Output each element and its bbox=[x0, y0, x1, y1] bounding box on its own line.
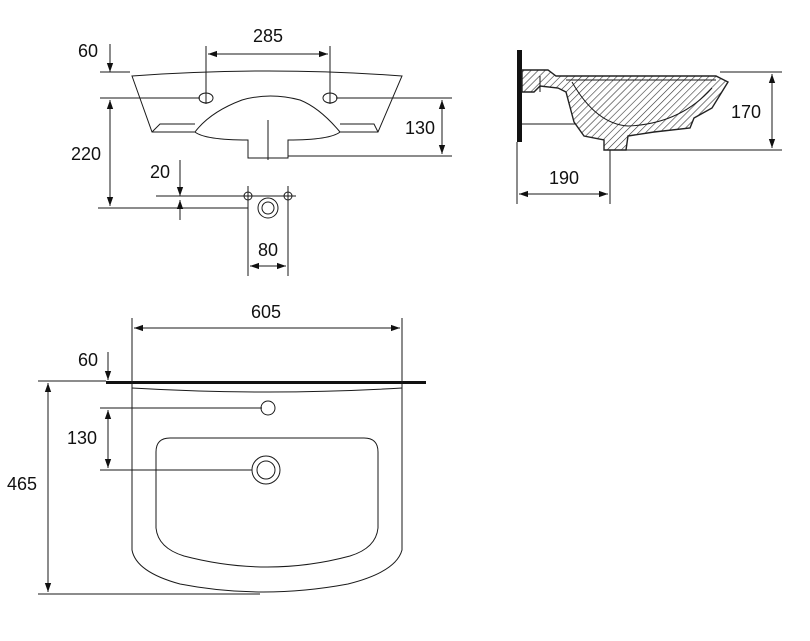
dim-190-label: 190 bbox=[549, 168, 579, 188]
dim-plan-130-label: 130 bbox=[67, 428, 97, 448]
plan-wall-edge bbox=[106, 381, 426, 384]
plan-drain-outer bbox=[251, 455, 281, 485]
dim-465-label: 465 bbox=[7, 474, 37, 494]
plan-inner-bowl bbox=[155, 437, 379, 568]
dim-285-label: 285 bbox=[253, 26, 283, 46]
plan-outer-outline bbox=[131, 384, 403, 593]
dim-605-label: 605 bbox=[251, 302, 281, 322]
plan-view: 605 60 130 465 bbox=[7, 302, 426, 595]
plan-drain-inner bbox=[256, 460, 276, 480]
plan-rim-line bbox=[131, 387, 403, 393]
wall-line bbox=[517, 50, 522, 142]
side-section-profile bbox=[521, 69, 729, 151]
waste-hole-outer bbox=[257, 197, 279, 219]
dim-plan-60-label: 60 bbox=[78, 350, 98, 370]
plan-tap-hole bbox=[260, 400, 276, 416]
side-section-view: 170 190 bbox=[516, 50, 782, 204]
front-basin-right-rim bbox=[340, 123, 379, 133]
front-basin-outline bbox=[131, 70, 403, 133]
dim-220-label: 220 bbox=[71, 144, 101, 164]
front-view: 285 60 220 130 20 80 bbox=[71, 26, 452, 276]
dim-170-label: 170 bbox=[731, 102, 761, 122]
side-basin-inner bbox=[571, 81, 713, 127]
dim-60-label: 60 bbox=[78, 41, 98, 61]
dim-80-label: 80 bbox=[258, 240, 278, 260]
front-basin-left-rim bbox=[151, 123, 195, 133]
dim-130-label: 130 bbox=[405, 118, 435, 138]
dim-20-label: 20 bbox=[150, 162, 170, 182]
waste-hole-inner bbox=[261, 201, 275, 215]
